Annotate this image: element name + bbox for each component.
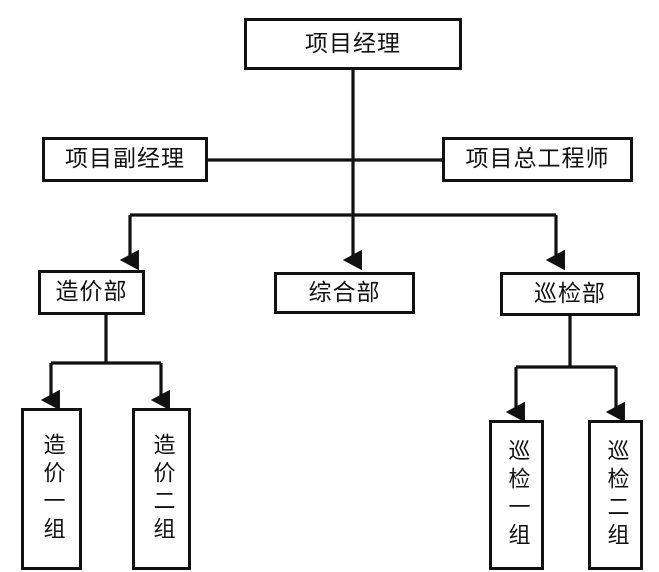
node-cost-department[interactable]: 造价部 — [38, 270, 145, 315]
node-deputy-project-manager[interactable]: 项目副经理 — [42, 137, 208, 182]
node-inspection-group-1[interactable]: 巡检一组 — [489, 420, 544, 570]
node-cost-group-1-label: 造价一组 — [39, 433, 65, 545]
node-chief-engineer[interactable]: 项目总工程师 — [442, 137, 633, 182]
node-inspection-group-2[interactable]: 巡检二组 — [588, 420, 643, 570]
node-general-department[interactable]: 综合部 — [274, 272, 415, 314]
node-cost-department-label: 造价部 — [55, 279, 128, 305]
node-cost-group-2-label: 造价二组 — [149, 433, 175, 545]
node-chief-engineer-label: 项目总工程师 — [465, 146, 610, 172]
node-inspection-department-label: 巡检部 — [534, 280, 606, 307]
node-inspection-department[interactable]: 巡检部 — [500, 272, 640, 316]
node-deputy-project-manager-label: 项目副经理 — [65, 146, 185, 172]
node-cost-group-2[interactable]: 造价二组 — [132, 408, 191, 570]
node-project-manager[interactable]: 项目经理 — [244, 18, 462, 70]
node-inspection-group-1-label: 巡检一组 — [504, 439, 530, 551]
node-project-manager-label: 项目经理 — [305, 30, 401, 57]
node-general-department-label: 综合部 — [308, 279, 381, 306]
node-cost-group-1[interactable]: 造价一组 — [21, 408, 82, 570]
node-inspection-group-2-label: 巡检二组 — [603, 439, 629, 551]
